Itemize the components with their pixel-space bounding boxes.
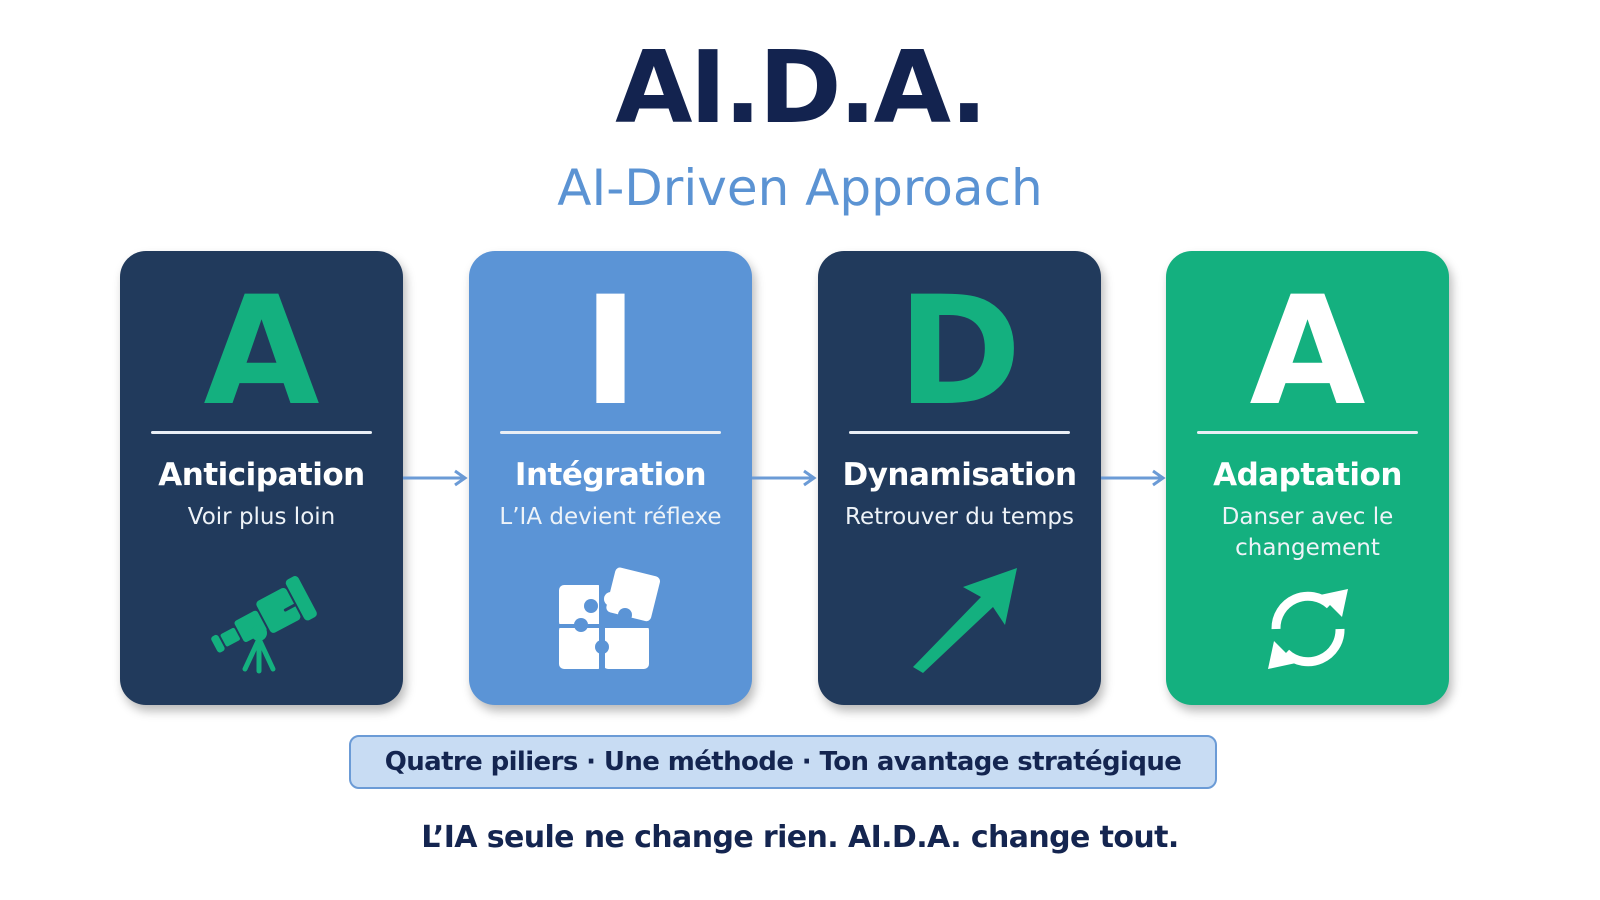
flow-arrow-icon [752,469,817,487]
pillar-name: Anticipation [158,457,365,493]
pillar-letter: D [897,265,1022,439]
pillar-tagline: Danser avec le changement [1221,504,1394,561]
pillar-name: Intégration [514,457,707,493]
footer-tagline: L’IA seule ne change rien. AI.D.A. chang… [421,820,1179,855]
pillar-card-integration: I Intégration L’IA devient réflexe [469,251,752,705]
page-title: AI.D.A. [615,29,988,146]
divider [849,431,1070,434]
divider [1197,431,1418,434]
pillar-tagline: L’IA devient réflexe [499,504,722,530]
arrow-up-right-icon [818,563,1101,682]
flow-arrow-icon [1101,469,1166,487]
flow-arrow-icon [403,469,468,487]
telescope-icon [120,563,403,682]
pillar-card-adaptation: A Adaptation Danser avec le changement [1166,251,1449,705]
pillar-letter: A [203,265,320,439]
pillar-name: Dynamisation [842,457,1077,493]
pillar-tagline: Retrouver du temps [845,504,1074,530]
refresh-cycle-icon [1166,581,1449,681]
pillar-letter: I [582,265,639,439]
pillars-banner: Quatre piliers · Une méthode · Ton avant… [349,735,1217,789]
pillar-card-anticipation: A Anticipation Voir plus loin [120,251,403,705]
divider [151,431,372,434]
pillar-tagline: Voir plus loin [187,504,336,530]
pillar-card-dynamisation: D Dynamisation Retrouver du temps [818,251,1101,705]
pillar-name: Adaptation [1213,457,1402,493]
pillar-letter: A [1249,265,1366,439]
puzzle-icon [469,563,752,677]
page-subtitle: AI-Driven Approach [557,159,1043,217]
divider [500,431,721,434]
